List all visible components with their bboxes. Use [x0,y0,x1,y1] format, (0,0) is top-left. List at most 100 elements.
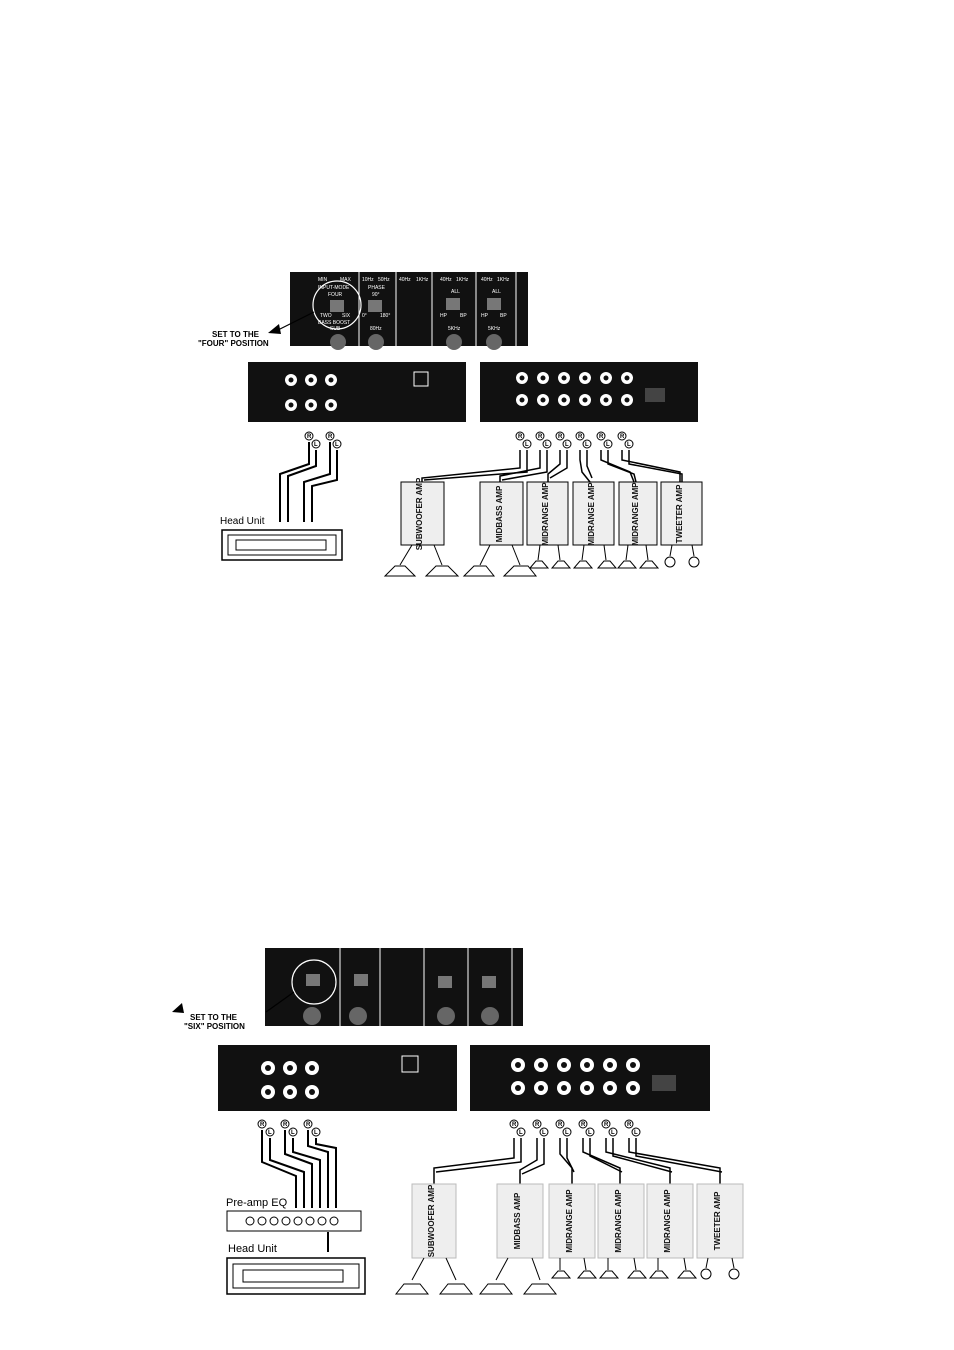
callout-line-1: SET TO THE [212,330,260,339]
head-unit [221,529,343,561]
amp-label-midbass-2: MIDBASS AMP [513,1192,522,1249]
svg-text:R: R [627,1122,632,1128]
filter-switch-4[interactable] [482,976,496,988]
speaker-icon [478,1283,514,1295]
svg-text:L: L [335,442,339,448]
phase-0-label: 0° [362,313,367,319]
freq-d-low-label: 40Hz [481,277,493,283]
crossover-control-panel-2 [265,948,523,1026]
crossover-output-chassis-2 [470,1045,710,1111]
input-rca-plugs-2: R L R L R L [257,1119,321,1137]
level-max-label: MAX [340,277,352,283]
all-label-2: ALL [492,289,501,295]
callout-arrow-icon-2 [172,1003,184,1013]
speaker-icon [598,1270,620,1279]
remote-port-icon[interactable] [413,371,429,387]
svg-text:R: R [518,434,523,440]
filter-knob-2[interactable] [486,334,502,350]
frequency-knob-2[interactable] [349,1007,367,1025]
svg-text:R: R [558,434,563,440]
speakers [383,544,700,577]
speaker-icon [394,1283,430,1295]
svg-text:R: R [599,434,604,440]
bp-label-1: BP [460,313,467,319]
freq-c-low-label: 40Hz [440,277,452,283]
bp-label-2: BP [500,313,507,319]
crossover-input-chassis [248,362,466,422]
speaker-icon [502,565,538,577]
power-terminal-icon-2 [652,1075,676,1091]
svg-text:R: R [535,1122,540,1128]
cd-slot-icon [235,539,327,551]
phase-switch[interactable] [368,300,382,312]
head-unit-label: Head Unit [220,516,265,527]
input-mode-highlight-circle-2 [291,959,337,1005]
input-mode-highlight-circle [312,280,362,330]
speaker-icon [550,1270,572,1279]
amp-label-subwoofer-2: SUBWOOFER AMP [427,1184,436,1257]
speaker-icon [626,1270,648,1279]
filter-knob-4[interactable] [481,1007,499,1025]
tweeter-icon [728,1268,740,1280]
bass-boost-knob[interactable] [330,334,346,350]
speaker-icon [383,565,417,577]
phase-knob-label: 80Hz [370,326,382,332]
svg-text:L: L [606,442,610,448]
tweeter-icon [700,1268,712,1280]
filter-switch-3[interactable] [438,976,452,988]
input-mode-switch-2[interactable] [306,974,320,986]
svg-text:R: R [604,1122,609,1128]
callout-pointer-line [277,311,315,331]
tweeter-icon [688,556,700,568]
hp-label-1: HP [440,313,448,319]
speaker-icon [438,1283,474,1295]
speaker-icon [596,560,618,569]
filter-switch-2[interactable] [487,298,501,310]
svg-text:L: L [611,1130,615,1136]
phase-switch-2[interactable] [354,974,368,986]
remote-port-icon-2[interactable] [401,1055,419,1073]
svg-text:L: L [314,1130,318,1136]
filter-switch-1[interactable] [446,298,460,310]
filter-knob-3[interactable] [437,1007,455,1025]
svg-text:L: L [291,1130,295,1136]
svg-text:L: L [525,442,529,448]
svg-text:L: L [314,442,318,448]
crossover-output-chassis [480,362,698,422]
speaker-icon [572,560,594,569]
svg-text:R: R [581,1122,586,1128]
amp-label-tweeter: TWEETER AMP [675,484,684,543]
all-label-1: ALL [451,289,460,295]
freq-b-low-label: 40Hz [399,277,411,283]
amp-label-midrange-2: MIDRANGE AMP [587,482,596,546]
svg-text:L: L [588,1130,592,1136]
tweeter-icon [664,556,676,568]
freq-a-low-label: 10Hz [362,277,374,283]
speaker-icon [648,1270,670,1279]
wiring-diagram-six-mode: SET TO THE "SIX" POSITION R L R L R L [0,940,954,1310]
bass-boost-knob-2[interactable] [303,1007,321,1025]
speaker-icon [676,1270,698,1279]
cd-slot-icon-2 [242,1269,344,1283]
svg-text:R: R [306,1122,311,1128]
output-cables [421,450,683,483]
freq-d-high-label: 1KHz [497,277,510,283]
input-mode-switch[interactable] [330,300,344,312]
svg-text:L: L [545,442,549,448]
svg-text:L: L [565,442,569,448]
input-cables-2 [261,1130,337,1252]
amp-label-midrange-1-2: MIDRANGE AMP [565,1189,574,1253]
callout-line-1-2: SET TO THE [190,1013,238,1022]
svg-text:R: R [283,1122,288,1128]
amp-label-midrange-3: MIDRANGE AMP [631,482,640,546]
output-rca-plugs-2: R L R L R L R L R L R L [509,1119,641,1137]
filter-knob-label-2: 5KHz [488,326,501,332]
frequency-knob[interactable] [368,334,384,350]
svg-text:L: L [542,1130,546,1136]
freq-a-high-label: 50Hz [378,277,390,283]
callout-line-2: "FOUR" POSITION [198,339,269,348]
callout-line-2-2: "SIX" POSITION [184,1022,245,1031]
svg-text:L: L [634,1130,638,1136]
level-min-label: MIN [318,277,328,283]
filter-knob-1[interactable] [446,334,462,350]
